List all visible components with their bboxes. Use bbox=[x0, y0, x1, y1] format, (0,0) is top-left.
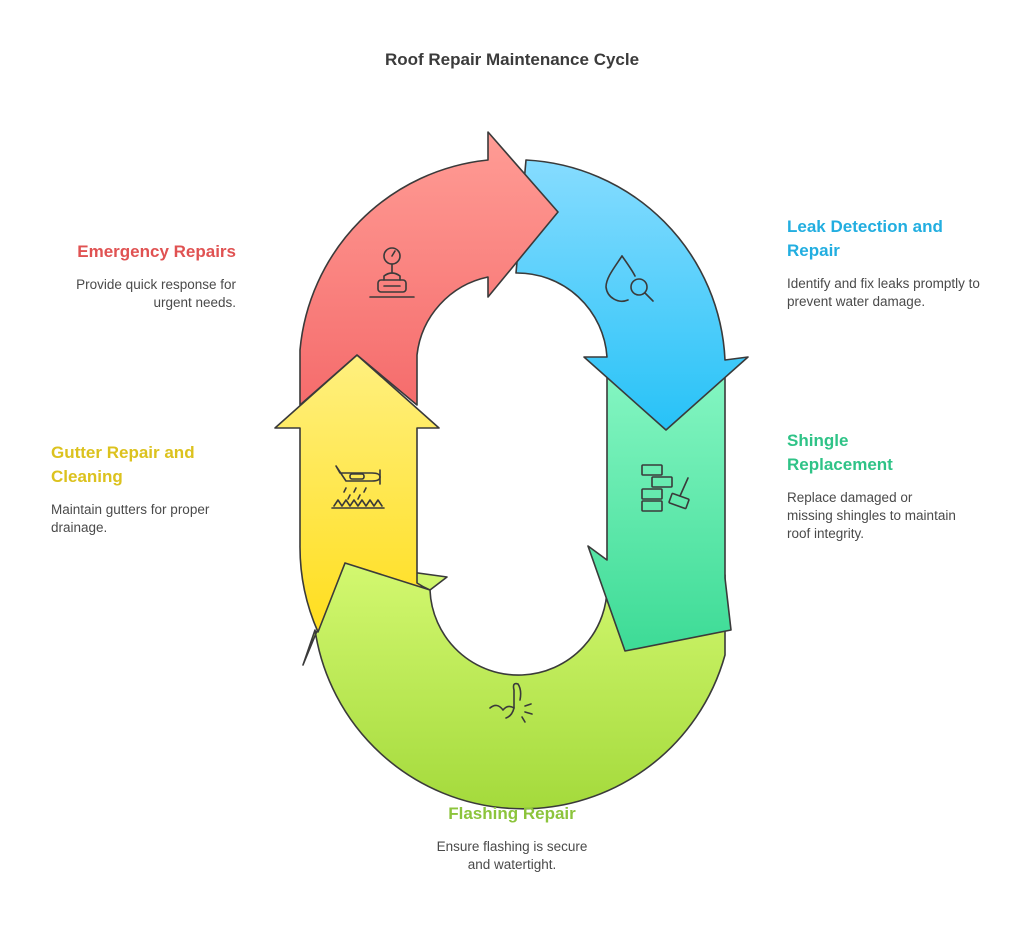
leak-detection-title: Leak Detection and Repair bbox=[787, 217, 943, 260]
crop-duster-plane-icon bbox=[331, 465, 385, 509]
flashing-repair-label: Flashing Repair Ensure flashing is secur… bbox=[412, 802, 612, 874]
shingle-replacement-label: Shingle Replacement Replace damaged or m… bbox=[787, 429, 957, 543]
emergency-repairs-description: Provide quick response for urgent needs. bbox=[76, 277, 236, 310]
shingle-replacement-title: Shingle Replacement bbox=[787, 431, 893, 474]
gutter-repair-label: Gutter Repair and Cleaning Maintain gutt… bbox=[51, 441, 241, 537]
leak-detection-arrow bbox=[515, 159, 749, 431]
shingles-hammer-icon bbox=[641, 464, 690, 512]
gutter-repair-title: Gutter Repair and Cleaning bbox=[51, 443, 195, 486]
gutter-repair-arrow bbox=[274, 354, 440, 633]
water-drop-magnifier-icon bbox=[605, 255, 654, 303]
sealant-hand-icon bbox=[489, 682, 533, 723]
shingle-replacement-description: Replace damaged or missing shingles to m… bbox=[787, 490, 956, 541]
pressure-gauge-icon bbox=[369, 247, 415, 298]
emergency-repairs-arrow bbox=[299, 131, 559, 406]
emergency-repairs-title: Emergency Repairs bbox=[77, 242, 236, 261]
shingle-replacement-arrow bbox=[587, 377, 732, 652]
leak-detection-description: Identify and fix leaks promptly to preve… bbox=[787, 276, 980, 309]
flashing-repair-description: Ensure flashing is secure and watertight… bbox=[436, 839, 588, 872]
emergency-repairs-label: Emergency Repairs Provide quick response… bbox=[40, 240, 236, 312]
flashing-repair-title: Flashing Repair bbox=[448, 804, 576, 823]
leak-detection-label: Leak Detection and Repair Identify and f… bbox=[787, 215, 987, 311]
page-title: Roof Repair Maintenance Cycle bbox=[384, 50, 640, 69]
gutter-repair-description: Maintain gutters for proper drainage. bbox=[51, 502, 210, 535]
